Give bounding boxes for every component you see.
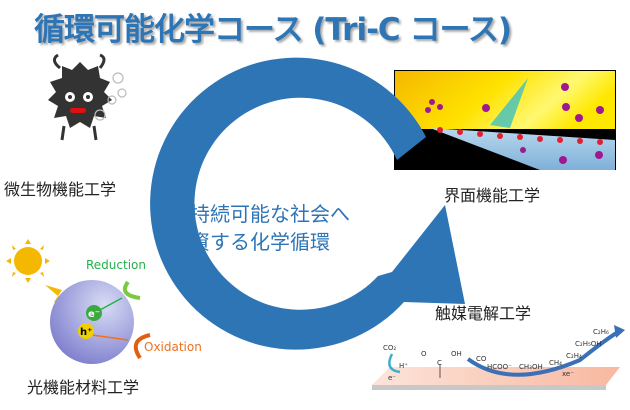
center-line-2: 資する化学循環	[190, 230, 330, 254]
label-interface: 界面機能工学	[444, 186, 541, 205]
oxidation-label: Oxidation	[144, 340, 202, 354]
svg-text:CO: CO	[476, 355, 487, 363]
center-line-1: 持続可能な社会へ	[190, 202, 350, 226]
svg-text:CH₄: CH₄	[549, 359, 562, 367]
catalysis-image: CO₂ H⁺ e⁻ O OH C CO HCOO⁻ CH₃OH CH₄ C₂H₄…	[372, 325, 625, 390]
center-message: 持続可能な社会へ 資する化学循環	[190, 200, 350, 256]
hole-ball	[78, 323, 94, 339]
label-microbial: 微生物機能工学	[4, 180, 117, 199]
svg-text:C: C	[437, 359, 442, 367]
photocatalyst-sphere	[50, 280, 134, 364]
label-photo: 光機能材料工学	[27, 378, 140, 397]
page-title: 循環可能化学コース (Tri-C コース)	[34, 12, 512, 48]
svg-text:HCOO⁻: HCOO⁻	[487, 363, 512, 371]
svg-text:e⁻: e⁻	[388, 374, 396, 382]
svg-text:CO₂: CO₂	[383, 344, 396, 352]
svg-text:C₂H₆: C₂H₆	[593, 328, 609, 336]
svg-text:O: O	[421, 350, 427, 358]
cycle-arrow	[150, 57, 465, 350]
label-catalysis: 触媒電解工学	[435, 304, 532, 323]
microbe-icon	[48, 53, 127, 141]
sun-icon	[6, 239, 82, 315]
svg-text:CH₃OH: CH₃OH	[519, 363, 543, 371]
reduction-label: Reduction	[86, 258, 146, 272]
svg-text:H⁺: H⁺	[399, 362, 408, 370]
svg-text:e⁻: e⁻	[88, 309, 100, 320]
svg-text:OH: OH	[451, 350, 462, 358]
svg-text:C₂H₅OH: C₂H₅OH	[575, 340, 602, 348]
svg-text:h⁺: h⁺	[80, 327, 92, 338]
interface-image	[394, 70, 616, 170]
svg-text:C₂H₄: C₂H₄	[566, 352, 582, 360]
electron-ball	[86, 305, 102, 321]
svg-text:xe⁻: xe⁻	[562, 370, 574, 378]
